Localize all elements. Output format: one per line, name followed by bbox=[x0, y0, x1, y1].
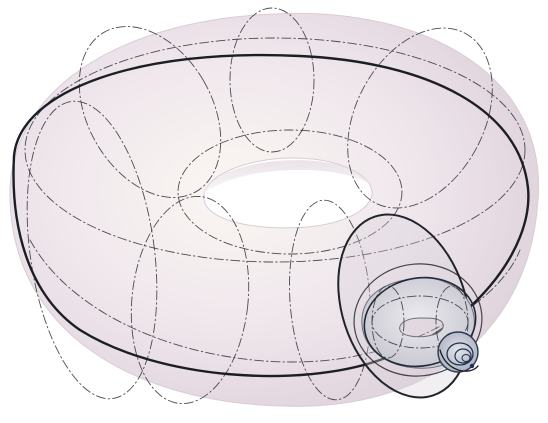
convergence-point bbox=[470, 364, 474, 368]
